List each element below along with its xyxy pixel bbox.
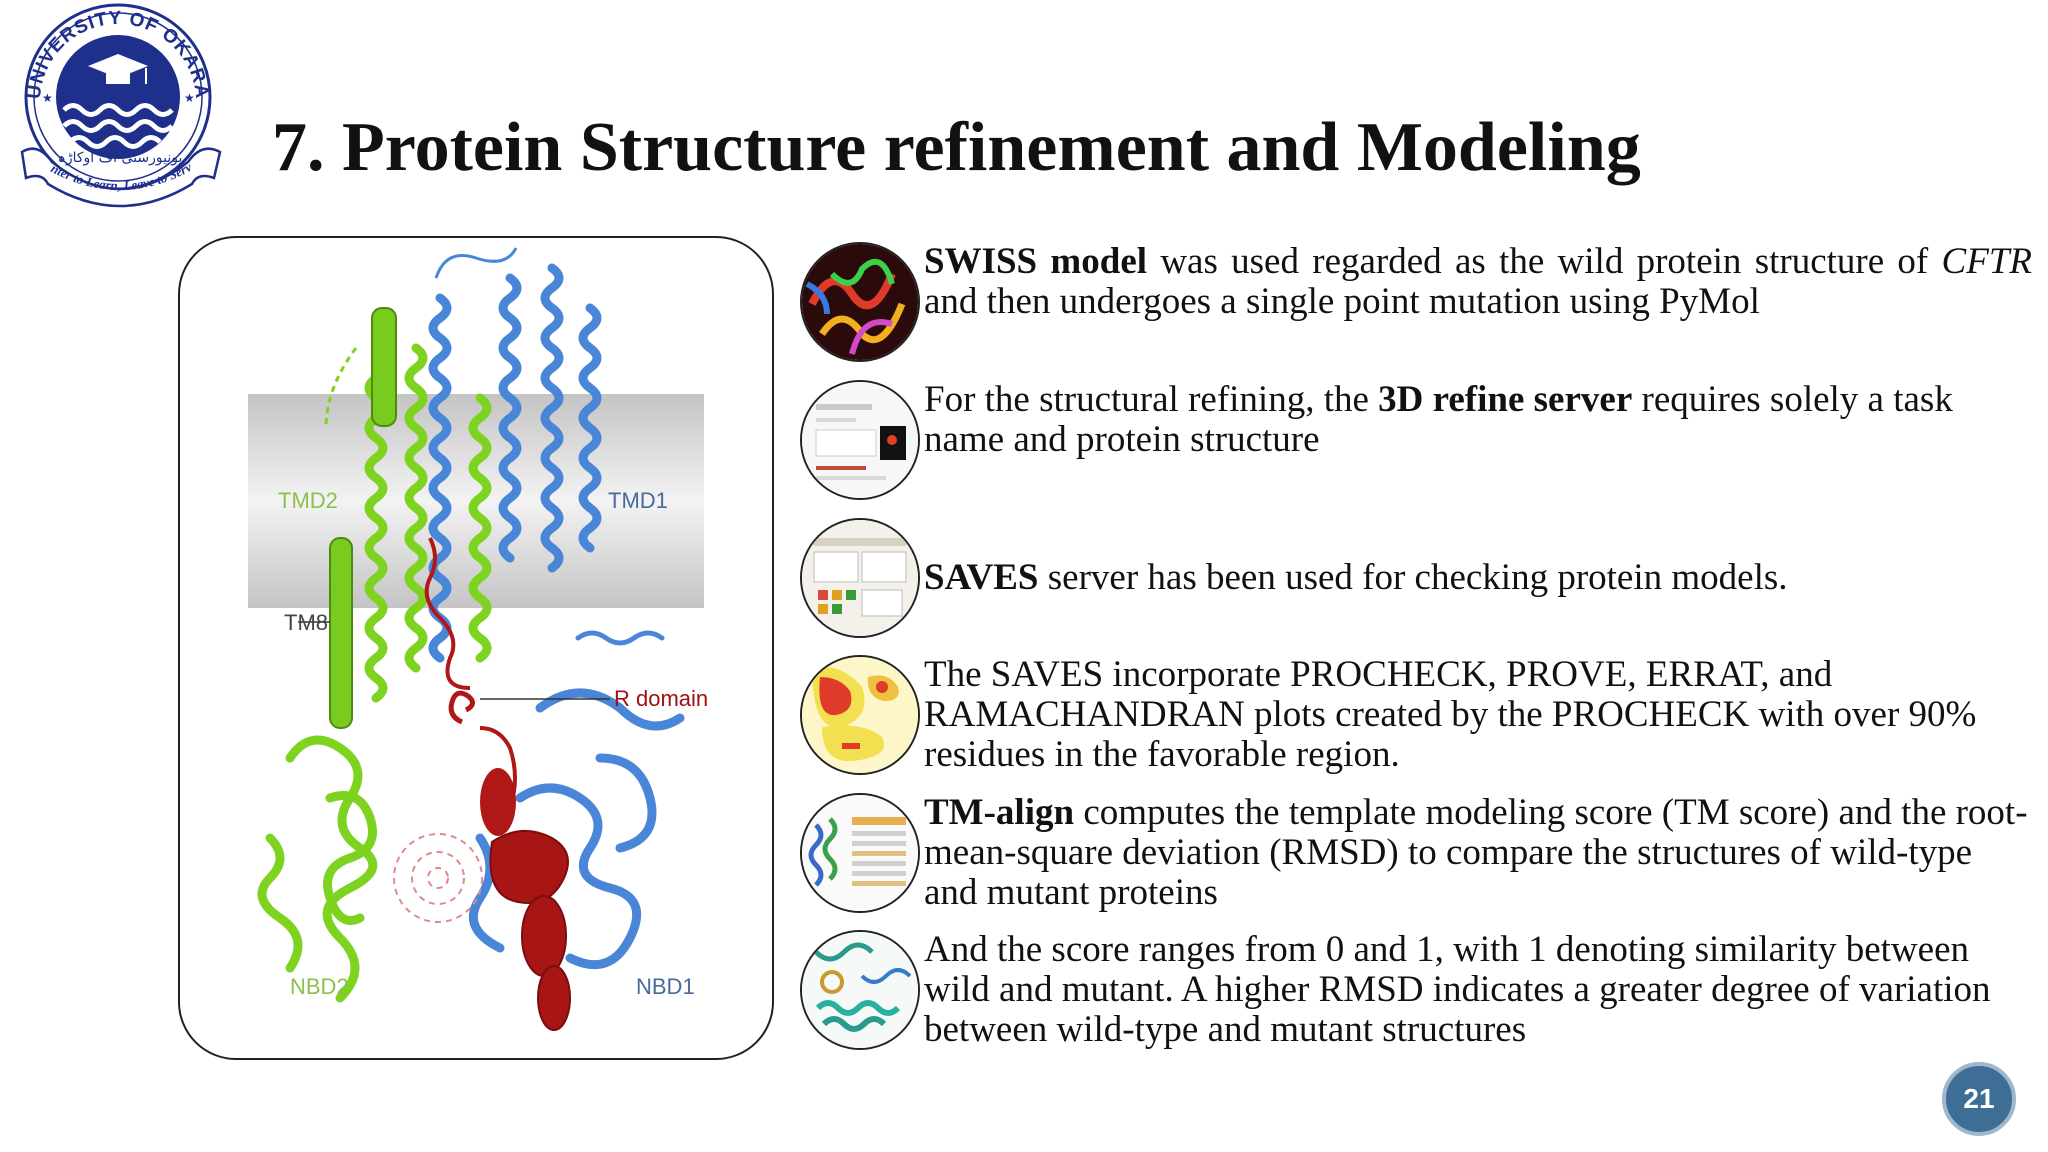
bullet-text: SAVES server has been used for checking … bbox=[924, 557, 1788, 598]
svg-text:★: ★ bbox=[42, 91, 53, 105]
bullet-text: For the structural refining, the 3D refi… bbox=[924, 379, 1953, 460]
web-server-icon bbox=[800, 380, 920, 500]
bullet-score: And the score ranges from 0 and 1, with … bbox=[800, 930, 2040, 1062]
bullet-text: And the score ranges from 0 and 1, with … bbox=[924, 929, 1991, 1050]
ramachandran-plot-icon bbox=[800, 655, 920, 775]
tmd1-helices bbox=[428, 263, 685, 970]
bullet-text: The SAVES incorporate PROCHECK, PROVE, E… bbox=[924, 654, 1977, 775]
bullet-3d-refine: For the structural refining, the 3D refi… bbox=[800, 380, 2040, 512]
label-nbd1: NBD1 bbox=[636, 974, 695, 999]
label-nbd2: NBD2 bbox=[290, 974, 349, 999]
bullet-text: TM-align computes the template modeling … bbox=[924, 792, 2028, 913]
alignment-icon bbox=[800, 793, 920, 913]
logo-urdu-text: یونیورسٹی آف اوکاڑہ bbox=[58, 149, 183, 166]
protein-structure-icon bbox=[800, 242, 920, 362]
tmd2-cylinder-top bbox=[371, 307, 397, 427]
dashed-binding-site bbox=[393, 833, 483, 923]
web-server-icon bbox=[800, 518, 920, 638]
bullet-text: SWISS model was used regarded as the wil… bbox=[924, 241, 2033, 322]
tm8-cylinder bbox=[329, 537, 353, 729]
bullet-tm-align: TM-align computes the template modeling … bbox=[800, 793, 2040, 925]
label-tmd1: TMD1 bbox=[608, 488, 668, 513]
bullet-saves: SAVES server has been used for checking … bbox=[800, 518, 2040, 650]
bullet-swiss-model: SWISS model was used regarded as the wil… bbox=[800, 242, 2040, 374]
svg-text:★: ★ bbox=[184, 91, 195, 105]
label-tm8: TM8 bbox=[284, 610, 328, 635]
label-r-domain: R domain bbox=[614, 686, 708, 711]
tmd2-helices bbox=[257, 343, 492, 1003]
slide-title: 7. Protein Structure refinement and Mode… bbox=[272, 109, 1641, 186]
page-number-badge: 21 bbox=[1942, 1062, 2016, 1136]
label-tmd2: TMD2 bbox=[278, 488, 338, 513]
university-logo: ★ ★ UNIVERSITY OF OKARA یونیورسٹی آف اوک… bbox=[3, 0, 232, 208]
bullet-procheck: The SAVES incorporate PROCHECK, PROVE, E… bbox=[800, 655, 2040, 787]
r-domain bbox=[424, 537, 571, 1031]
cftr-structure-figure: TMD2 TMD1 TM8 R domain NBD2 NBD1 bbox=[178, 236, 774, 1060]
superposed-structures-icon bbox=[800, 930, 920, 1050]
